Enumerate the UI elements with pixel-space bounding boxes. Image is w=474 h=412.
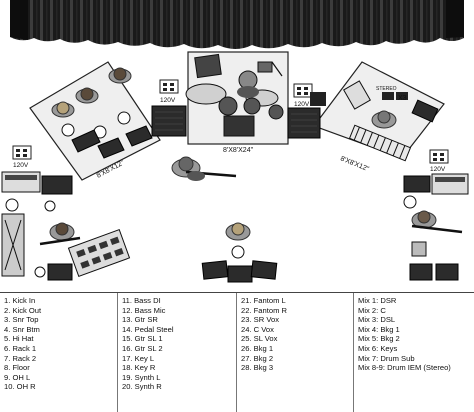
input-item: 2. Kick Out <box>4 305 42 315</box>
input-item: 23. SR Vox <box>241 315 279 325</box>
input-item: 20. Synth R <box>122 382 162 392</box>
mix-item: Mix 2: C <box>358 305 386 315</box>
input-item: 24. C Vox <box>241 324 274 334</box>
input-item: 15. Gtr SL 1 <box>122 334 163 344</box>
input-item: 9. OH L <box>4 372 31 382</box>
stereo-monitor-pair: STEREO X3 <box>376 86 408 102</box>
input-item: 7. Rack 2 <box>4 353 37 363</box>
input-item: 26. Bkg 1 <box>241 343 274 353</box>
input-item: 14. Pedal Steel <box>122 324 174 334</box>
input-item: 28. Bkg 3 <box>241 363 274 373</box>
input-item: 10. OH R <box>4 382 36 392</box>
center-wedges <box>201 260 278 283</box>
stage-left-wedge <box>47 263 73 281</box>
input-item: 21. Fantom L <box>241 296 286 305</box>
input-item: 25. SL Vox <box>241 334 278 344</box>
power-drop-right: 120V <box>429 149 449 173</box>
drum-side-amp-left <box>151 105 187 137</box>
input-item: 1. Kick In <box>4 296 36 305</box>
input-item: 11. Bass DI <box>122 296 161 305</box>
guitar-amp-right <box>403 173 469 195</box>
power-drop-label: 120V <box>160 97 176 104</box>
power-drop-label: 120V <box>294 101 310 108</box>
mix-item: Mix 6: Keys <box>358 343 398 353</box>
stereo-label: STEREO <box>376 86 397 92</box>
mix-item: Mix 4: Bkg 1 <box>358 324 400 334</box>
riser-center-size-label: 8'X8'X24" <box>223 147 254 154</box>
keyboard-rig <box>343 80 412 162</box>
musician-stage-right-guitar <box>411 210 463 234</box>
x3-label: X3 <box>398 95 407 102</box>
stage-right-wedges <box>409 241 459 281</box>
input-item: 16. Gtr SL 2 <box>122 343 163 353</box>
stage-plot: 8'X8'X12" 8'X8'X24" 8'X8'X12" 120V 120V … <box>1 0 469 283</box>
mix-item: Mix 1: DSR <box>358 296 397 305</box>
musician-stage-left-guitar <box>39 222 81 246</box>
power-drop-center-right: 120V <box>293 83 313 108</box>
input-list-column-2: 11. Bass DI 12. Bass Mic 13. Gtr SR 14. … <box>118 293 237 412</box>
guitar-amp-left <box>1 171 73 195</box>
drum-sub-cabinet <box>310 92 326 106</box>
riser-right-size-label: 8'X8'X12" <box>339 155 370 173</box>
musician-left-riser <box>51 67 132 139</box>
input-item: 4. Snr Btm <box>4 324 40 334</box>
stage-curtain <box>10 0 464 49</box>
input-item: 18. Key R <box>122 363 156 373</box>
input-item: 22. Fantom R <box>241 305 288 315</box>
input-item: 5. Hi Hat <box>4 334 34 344</box>
drum-kit <box>185 53 284 137</box>
power-drop-center-left: 120V <box>159 79 179 104</box>
input-item: 12. Bass Mic <box>122 305 166 315</box>
drum-side-amp-right <box>287 107 321 139</box>
input-item: 6. Rack 1 <box>4 343 37 353</box>
mix-item: Mix 5: Bkg 2 <box>358 334 400 344</box>
input-list-column-3: 21. Fantom L 22. Fantom R 23. SR Vox 24.… <box>237 293 354 412</box>
power-drop-label: 120V <box>13 162 29 169</box>
mix-item: Mix 8-9: Drum IEM (Stereo) <box>358 363 451 373</box>
input-item: 13. Gtr SR <box>122 315 158 325</box>
input-item: 3. Snr Top <box>4 315 39 325</box>
mic-stands <box>5 195 417 278</box>
mix-item: Mix 7: Drum Sub <box>358 353 415 363</box>
input-item: 27. Bkg 2 <box>241 353 274 363</box>
riser-left: 8'X8'X12" <box>29 61 161 181</box>
input-list-column-1: 1. Kick In 2. Kick Out 3. Snr Top 4. Snr… <box>0 293 118 412</box>
input-item: 8. Floor <box>4 363 30 373</box>
input-item: 19. Synth L <box>122 372 161 382</box>
musician-center-bass <box>171 156 237 181</box>
input-item: 17. Key L <box>122 353 155 363</box>
wedge-monitors-left-riser <box>71 125 153 159</box>
pedal-steel-rig <box>1 213 131 277</box>
key-wedge <box>411 99 439 123</box>
input-list-column-mixes: Mix 1: DSR Mix 2: C Mix 3: DSL Mix 4: Bk… <box>354 293 474 412</box>
power-drop-left: 120V <box>12 145 32 169</box>
input-list: 1. Kick In 2. Kick Out 3. Snr Top 4. Snr… <box>0 292 474 412</box>
musician-center-vocal <box>225 222 251 241</box>
power-drop-label: 120V <box>430 166 446 173</box>
mix-item: Mix 3: DSL <box>358 315 396 325</box>
